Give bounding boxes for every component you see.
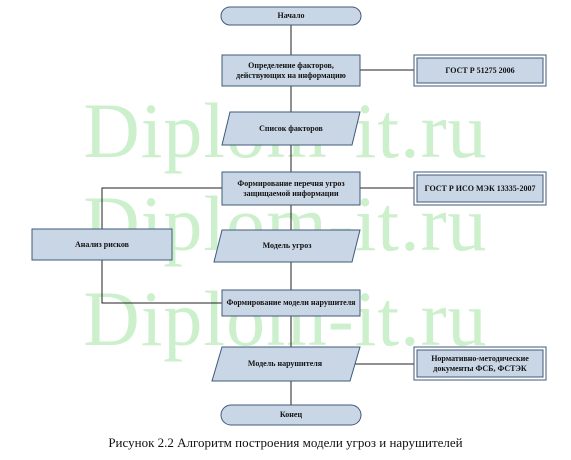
flowchart-graphics	[31, 6, 547, 426]
data-parallelogram-threat-model	[213, 229, 361, 263]
doc-gost-iso-label: ГОСТ Р ИСО МЭК 13335-2007	[424, 183, 536, 193]
figure-caption: Рисунок 2.2 Алгоритм построения модели у…	[108, 435, 463, 450]
step-threats-label: Формирование перечня угроз защищаемой ин…	[237, 178, 345, 198]
document-box-inner	[416, 57, 544, 84]
data-intruder-model-label: Модель нарушителя	[247, 359, 323, 368]
start-terminator	[220, 6, 362, 26]
data-threat-model-label: Модель угроз	[262, 241, 312, 250]
process-box-intruder	[221, 289, 361, 317]
doc-gost-51275-label: ГОСТ Р 51275 2006	[445, 65, 515, 75]
risk-analysis-label: Анализ рисков	[74, 239, 129, 249]
data-factors-label: Список факторов	[259, 123, 323, 133]
process-box-risk-analysis	[31, 228, 173, 261]
data-parallelogram-intruder-model	[211, 346, 361, 382]
process-box-threats	[221, 171, 361, 206]
connector-lines	[101, 24, 414, 405]
document-box-inner	[416, 349, 544, 378]
step-intruder-label: Формирование модели нарушителя	[226, 298, 356, 307]
end-terminator	[220, 404, 362, 426]
start-label: Начало	[277, 11, 305, 20]
doc-fsb-fstek-label: Нормативно-методические документы ФСБ, Ф…	[431, 353, 529, 373]
step-factors-label: Определение факторов, действующих на инф…	[236, 60, 346, 80]
connector-line	[101, 187, 222, 229]
end-label: Конец	[279, 410, 303, 419]
connector-line	[101, 260, 222, 304]
process-box-factors	[221, 54, 361, 87]
document-box-inner	[416, 174, 544, 203]
data-parallelogram-factors	[221, 111, 361, 146]
